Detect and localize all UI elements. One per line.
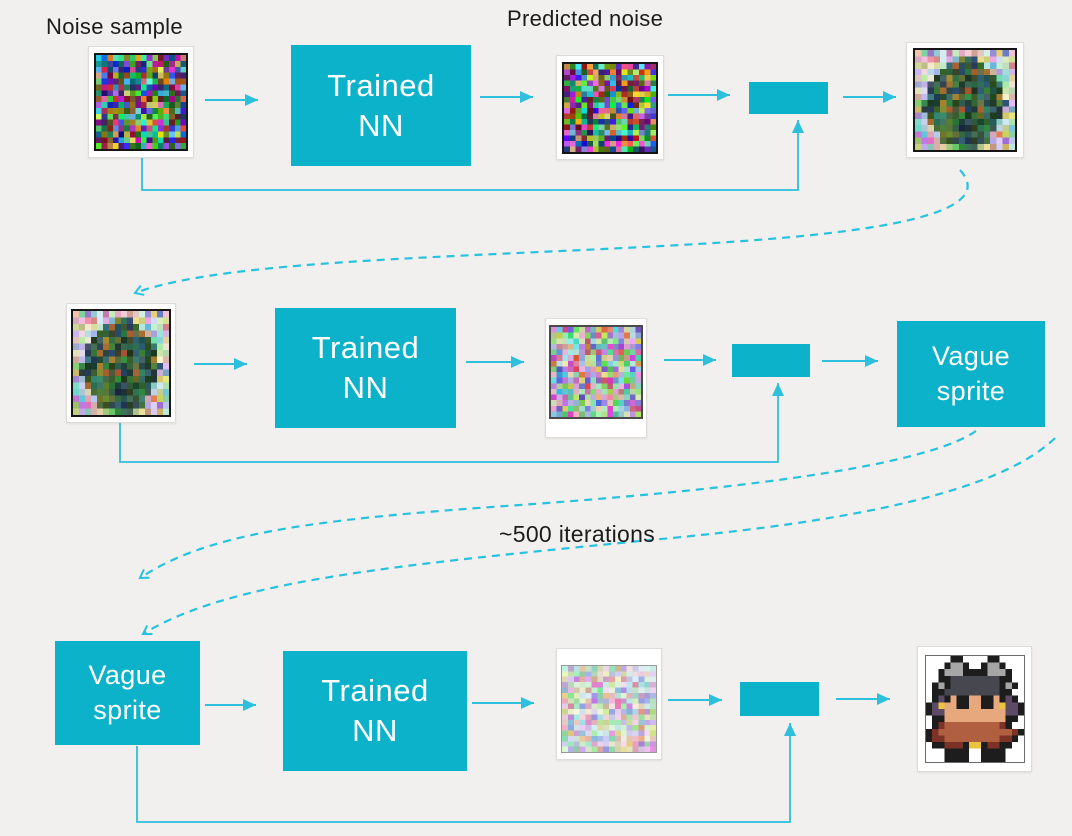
noise-sample-image: [94, 53, 188, 151]
denoised-input-image-frame-row2: [66, 303, 176, 423]
dashed-iteration-curve-1: [133, 169, 969, 296]
final-sprite-image: [924, 655, 1025, 763]
feedback-line-row1: [141, 120, 804, 191]
subtract-step-box-row3: [740, 682, 819, 716]
trained-nn-box-row2: Trained NN: [275, 308, 456, 428]
dashed-iteration-curve-2a: [138, 430, 977, 580]
trained-nn-box-row1: Trained NN: [291, 45, 471, 166]
predicted-noise-image-frame: [556, 55, 664, 160]
predicted-noise-label: Predicted noise: [507, 6, 664, 31]
subtract-step-box-row1: [749, 82, 828, 114]
dashed-iteration-curve-2b: [141, 437, 1056, 636]
denoised-output-image-frame-row1: [906, 42, 1024, 158]
denoised-output-image-row1: [913, 48, 1017, 152]
trained-nn-box-row3: Trained NN: [283, 651, 467, 771]
predicted-noise-image: [562, 61, 658, 154]
vague-sprite-box-row3: Vague sprite: [55, 641, 200, 745]
vague-sprite-box-row2: Vague sprite: [897, 321, 1045, 427]
predicted-noise-image-row2: [549, 325, 643, 419]
iterations-label: ~500 iterations: [499, 521, 656, 547]
final-sprite-image-frame: [917, 646, 1032, 772]
noise-sample-image-frame: [88, 46, 194, 158]
noise-sample-label: Noise sample: [46, 14, 183, 39]
predicted-noise-image-row3: [561, 665, 657, 753]
predicted-noise-image-frame-row2: [545, 318, 647, 438]
denoised-input-image-row2: [71, 309, 171, 417]
feedback-line-row2: [119, 383, 784, 463]
subtract-step-box-row2: [732, 344, 810, 377]
predicted-noise-image-frame-row3: [556, 648, 662, 760]
feedback-line-row3: [136, 723, 796, 823]
